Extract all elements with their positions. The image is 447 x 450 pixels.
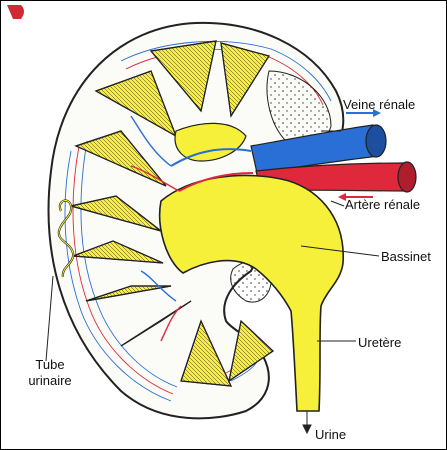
label-urine: Urine	[315, 427, 346, 442]
label-tube-line1: Tube	[23, 357, 77, 372]
label-bassinet: Bassinet	[381, 249, 431, 264]
label-tube-line2: urinaire	[15, 373, 85, 388]
label-uretere: Uretère	[358, 335, 401, 350]
renal-vein-opening	[366, 125, 386, 157]
label-artere-renale: Artère rénale	[345, 197, 420, 212]
label-veine-renale: Veine rénale	[343, 97, 415, 112]
renal-artery-opening	[398, 162, 416, 192]
corner-logo	[7, 5, 24, 19]
